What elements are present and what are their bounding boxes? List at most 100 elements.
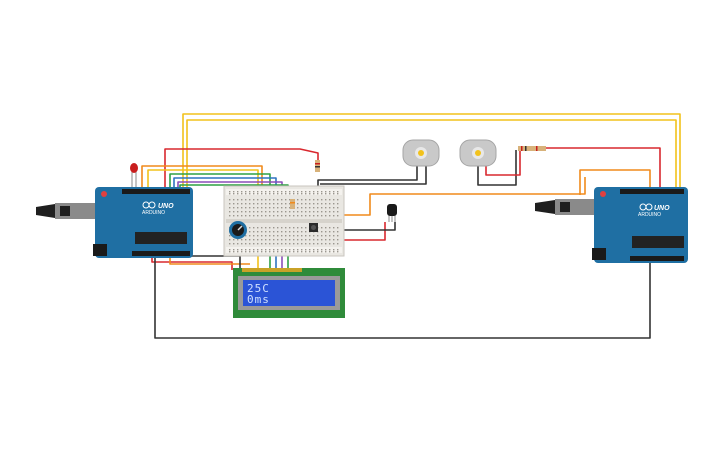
breadboard-hole [285, 193, 287, 195]
wire-orange-1[interactable] [141, 165, 263, 188]
led-icon[interactable] [130, 163, 138, 187]
wire-orange-right[interactable] [579, 169, 651, 195]
motor-icon[interactable] [402, 139, 440, 167]
breadboard-hole [241, 199, 243, 201]
temperature-sensor-icon[interactable] [387, 204, 397, 222]
wire-black-ground[interactable] [154, 256, 651, 339]
potentiometer-icon[interactable] [229, 221, 247, 239]
wire-red-left[interactable] [164, 148, 319, 187]
breadboard-hole [249, 235, 251, 237]
arduino-right[interactable]: ARDUINO UNO [535, 187, 688, 263]
breadboard-hole [257, 243, 259, 245]
motor-icon[interactable] [459, 139, 497, 167]
lcd-display[interactable]: 25C 0ms [233, 268, 345, 318]
breadboard-hole [261, 193, 263, 195]
breadboard-hole [277, 235, 279, 237]
breadboard-hole [325, 235, 327, 237]
board-model: UNO [654, 205, 670, 212]
breadboard-hole [229, 215, 231, 217]
breadboard-hole [297, 227, 299, 229]
lcd-line-1: 25C [247, 282, 270, 295]
breadboard-hole [329, 231, 331, 233]
breadboard-hole [313, 211, 315, 213]
wire-black-motor2[interactable] [320, 165, 427, 185]
breadboard-hole [289, 203, 291, 205]
breadboard-hole [321, 239, 323, 241]
breadboard-hole [325, 215, 327, 217]
breadboard-hole [241, 211, 243, 213]
breadboard-hole [297, 211, 299, 213]
breadboard-hole [301, 207, 303, 209]
breadboard-hole [305, 231, 307, 233]
breadboard-hole [325, 193, 327, 195]
breadboard-hole [305, 203, 307, 205]
breadboard-hole [237, 249, 239, 251]
breadboard-hole [297, 193, 299, 195]
wire-black-sensor[interactable] [330, 222, 396, 231]
breadboard-hole [293, 191, 295, 193]
breadboard-hole [325, 243, 327, 245]
breadboard-hole [289, 215, 291, 217]
wire-orange-sensor[interactable] [340, 177, 586, 216]
wire-black-motor3[interactable] [477, 150, 517, 186]
breadboard-hole [237, 239, 239, 241]
wire-red-motor[interactable] [485, 150, 521, 176]
reset-button[interactable] [600, 191, 606, 197]
breadboard-hole [321, 211, 323, 213]
wire-black-motor1[interactable] [317, 165, 418, 190]
breadboard-hole [277, 191, 279, 193]
breadboard-hole [285, 251, 287, 253]
breadboard-hole [305, 243, 307, 245]
breadboard-hole [333, 243, 335, 245]
wire-red-right[interactable] [545, 147, 661, 190]
breadboard-hole [313, 207, 315, 209]
breadboard-hole [293, 215, 295, 217]
wire-yellow-top[interactable] [182, 113, 681, 190]
breadboard-hole [289, 207, 291, 209]
wire-red-sensor[interactable] [325, 222, 386, 241]
breadboard-hole [241, 215, 243, 217]
breadboard-hole [277, 249, 279, 251]
breadboard-hole [261, 251, 263, 253]
breadboard-hole [277, 243, 279, 245]
breadboard-hole [285, 215, 287, 217]
breadboard-hole [269, 199, 271, 201]
breadboard-hole [293, 239, 295, 241]
breadboard-hole [249, 207, 251, 209]
arduino-left[interactable]: ARDUINO UNO [36, 187, 193, 258]
breadboard-hole [265, 203, 267, 205]
breadboard-hole [261, 215, 263, 217]
breadboard-hole [313, 203, 315, 205]
breadboard-hole [281, 215, 283, 217]
reset-button[interactable] [101, 191, 107, 197]
breadboard[interactable] [223, 185, 345, 257]
breadboard-hole [337, 215, 339, 217]
breadboard-hole [261, 235, 263, 237]
arduino-logo-icon [639, 203, 653, 211]
breadboard-hole [269, 251, 271, 253]
breadboard-hole [249, 243, 251, 245]
breadboard-hole [281, 191, 283, 193]
breadboard-hole [257, 211, 259, 213]
breadboard-hole [281, 235, 283, 237]
breadboard-hole [297, 203, 299, 205]
breadboard-hole [329, 193, 331, 195]
breadboard-hole [305, 191, 307, 193]
breadboard-hole [273, 207, 275, 209]
breadboard-hole [309, 191, 311, 193]
breadboard-hole [269, 203, 271, 205]
breadboard-hole [229, 235, 231, 237]
breadboard-hole [285, 199, 287, 201]
breadboard-hole [229, 211, 231, 213]
microcontroller-chip [632, 236, 684, 248]
breadboard-hole [337, 243, 339, 245]
breadboard-hole [301, 199, 303, 201]
breadboard-hole [229, 239, 231, 241]
breadboard-hole [233, 207, 235, 209]
wire-yellow-top-2[interactable] [186, 119, 677, 190]
push-button-icon[interactable] [309, 223, 318, 232]
breadboard-hole [313, 199, 315, 201]
breadboard-hole [289, 193, 291, 195]
breadboard-hole [317, 243, 319, 245]
